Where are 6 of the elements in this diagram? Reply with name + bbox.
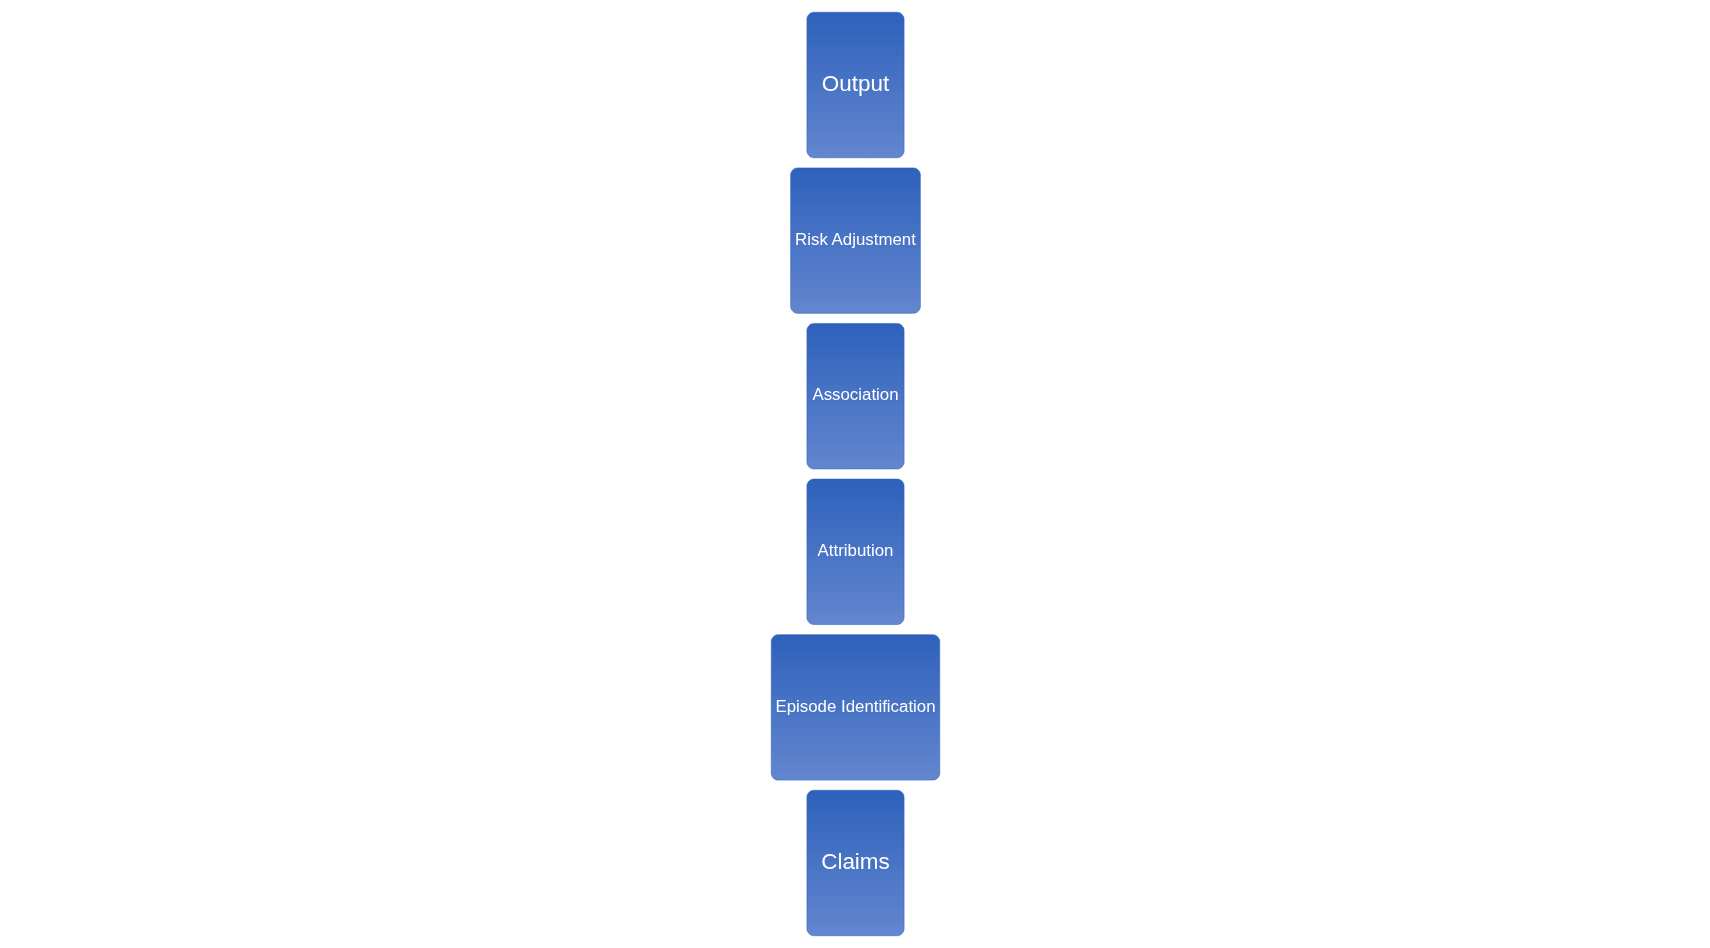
node-box: Claims <box>806 789 904 936</box>
node-box: Episode Identification <box>770 634 940 781</box>
node-box: Output <box>806 12 904 159</box>
node-box: Risk Adjustment <box>789 167 921 314</box>
node-box: Attribution <box>806 478 904 625</box>
node-box: Association <box>806 323 904 470</box>
